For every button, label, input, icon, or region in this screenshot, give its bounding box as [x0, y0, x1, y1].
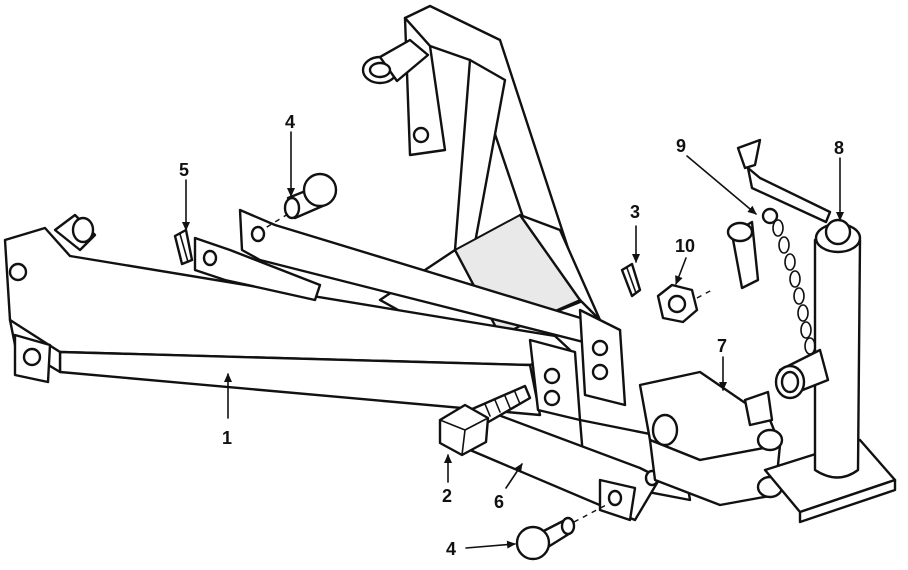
callout-9: 9: [676, 136, 686, 156]
lower-link-bar: [468, 408, 662, 522]
main-drawbar: [3, 213, 582, 422]
clevis-hitch: [638, 370, 784, 507]
callout-5: 5: [179, 160, 189, 180]
locking-pin-handle: [726, 138, 832, 290]
nut-guide: [696, 289, 713, 299]
callout-2: 2: [442, 486, 452, 506]
callout-1: 1: [222, 428, 232, 448]
callout-4-upper: 4: [285, 112, 295, 132]
cotter-pin-3: [620, 262, 642, 298]
callout-6: 6: [494, 492, 504, 512]
clevis-pin-lower: [515, 516, 576, 561]
hitch-pin-stand: [763, 218, 897, 524]
hex-bolt: [438, 384, 532, 457]
hex-nut: [656, 283, 699, 324]
callout-8: 8: [834, 138, 844, 158]
callout-10: 10: [675, 236, 695, 256]
leader-lines: [182, 131, 844, 549]
callout-7: 7: [717, 336, 727, 356]
clevis-pin-upper: [283, 172, 338, 220]
callout-3: 3: [630, 202, 640, 222]
callout-4-lower: 4: [446, 539, 456, 559]
cotter-pin-5: [173, 228, 194, 266]
pin-lower-guide: [573, 503, 609, 523]
retaining-chain: [772, 219, 816, 355]
